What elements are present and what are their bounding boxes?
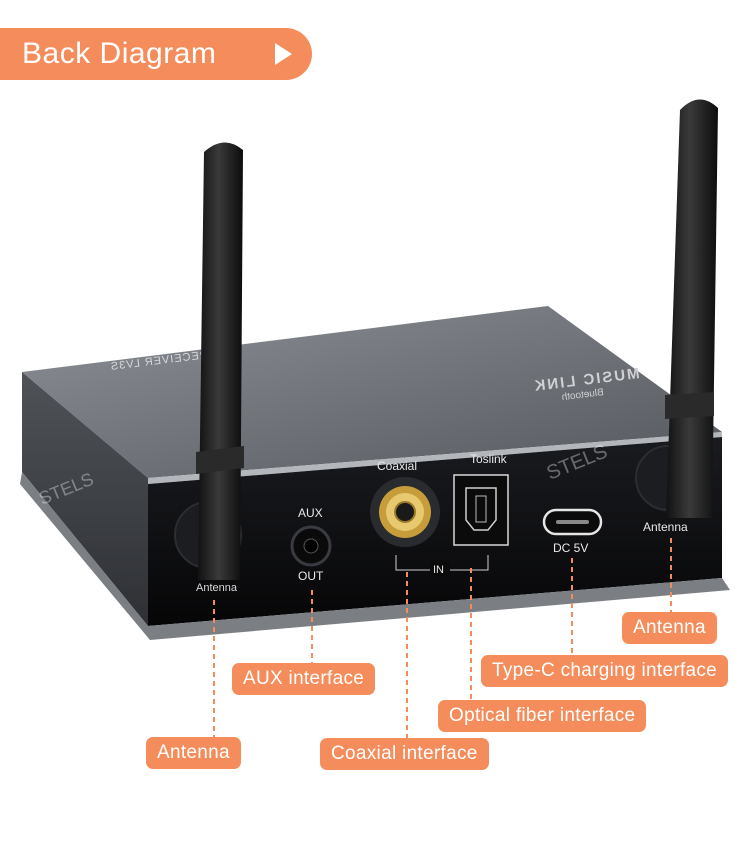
callout-type-c: Type-C charging interface <box>481 655 729 687</box>
in-label: IN <box>433 564 444 576</box>
toslink-label: Toslink <box>470 452 508 466</box>
banner-title: Back Diagram <box>22 37 217 70</box>
back-diagram-banner: Back Diagram <box>0 28 312 80</box>
antenna-right-body <box>666 99 718 518</box>
device-top-edge <box>148 432 722 484</box>
play-arrow-icon <box>275 43 292 65</box>
bluetooth-engraving: Bluetooth <box>561 387 604 403</box>
device-left-side <box>22 372 148 626</box>
callout-aux: AUX interface <box>232 663 376 695</box>
antenna-left-label: Antenna <box>196 582 238 594</box>
device-rear-panel <box>148 437 722 626</box>
antenna-right-label: Antenna <box>643 520 688 534</box>
aux-label: AUX <box>298 506 323 520</box>
toslink-port <box>453 474 509 546</box>
device-top-shell <box>22 306 722 478</box>
callout-antenna-right: Antenna <box>622 612 717 644</box>
out-label: OUT <box>298 569 324 583</box>
antenna-right-joint <box>665 392 714 419</box>
device-base <box>20 472 730 640</box>
callout-optical: Optical fiber interface <box>438 700 647 732</box>
callout-antenna-left: Antenna <box>146 737 241 769</box>
dc-label: DC 5V <box>553 541 588 555</box>
antenna-left-body <box>198 142 243 580</box>
callout-coaxial: Coaxial interface <box>320 738 489 770</box>
coaxial-label: Coaxial <box>377 459 417 473</box>
antenna-left-joint <box>196 446 244 474</box>
